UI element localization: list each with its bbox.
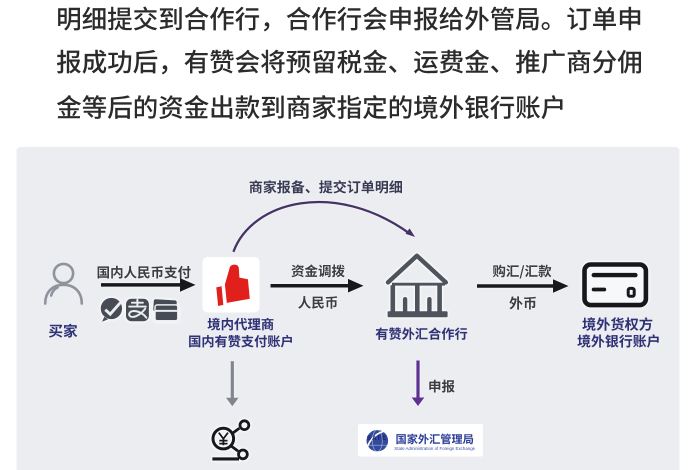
svg-text:SAFE: SAFE [367,435,388,442]
svg-text:State Administration of Foreig: State Administration of Foreign Exchange [394,446,475,451]
